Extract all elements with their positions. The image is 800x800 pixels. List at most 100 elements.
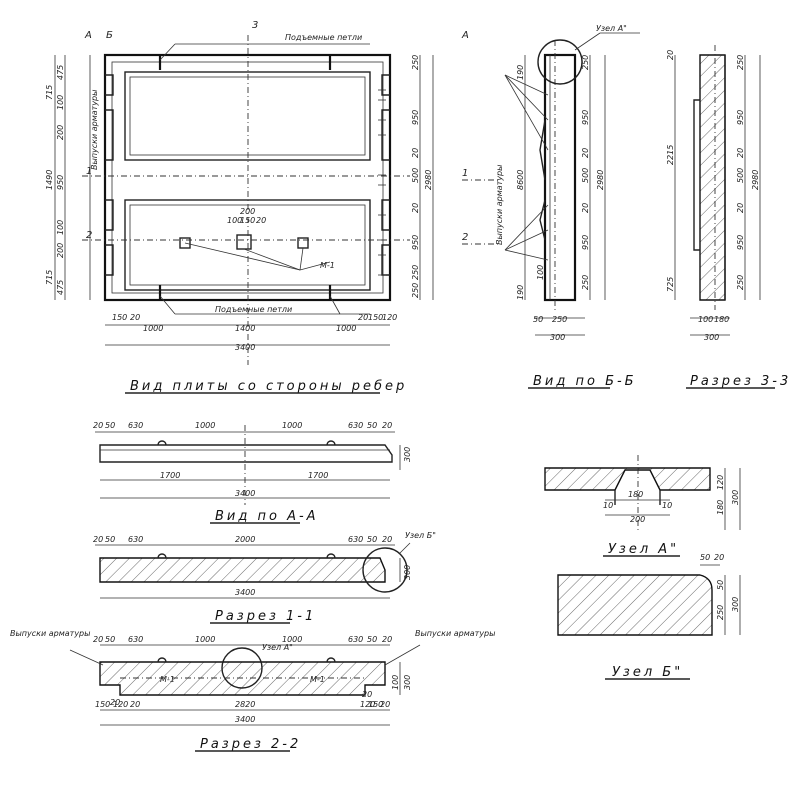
embedded-plate-left bbox=[179, 237, 191, 249]
dim-text: 630 bbox=[348, 535, 363, 544]
dim-text: 20 bbox=[581, 203, 590, 213]
dim-text: 20 bbox=[666, 50, 675, 60]
dim-text: 715 bbox=[45, 270, 54, 285]
dim-text: 300 bbox=[403, 565, 412, 580]
dim-text: 10 bbox=[603, 501, 613, 510]
dim-text: 300 bbox=[403, 675, 412, 690]
slab-outline bbox=[103, 53, 392, 302]
dim-text: 190 bbox=[516, 285, 525, 300]
dim-text: 630 bbox=[128, 421, 143, 430]
dim-text: 150 bbox=[240, 216, 255, 225]
dim-text: 20 bbox=[358, 313, 368, 322]
dim-text: 20 bbox=[93, 421, 103, 430]
mesh-label-plan: М-1 bbox=[320, 261, 335, 270]
dim-text: 2000 bbox=[235, 535, 255, 544]
dim-text: 950 bbox=[56, 175, 65, 190]
node-b bbox=[557, 564, 741, 636]
dim-text: 200 bbox=[240, 207, 255, 216]
dim-text: 250 bbox=[581, 275, 590, 290]
dim-text: 50 bbox=[716, 580, 725, 590]
view-bb-title: Вид по Б-Б bbox=[533, 374, 637, 389]
dim-text: 250 bbox=[736, 55, 745, 70]
section-mark-a-bb: А bbox=[461, 30, 469, 41]
dim-text: 300 bbox=[731, 597, 740, 612]
dim-text: 1000 bbox=[336, 324, 356, 333]
dim-text: 2980 bbox=[596, 170, 605, 190]
section-mark-1-bb: 1 bbox=[462, 168, 468, 179]
node-a bbox=[544, 455, 741, 530]
view-aa-title: Вид по А-А bbox=[215, 509, 319, 524]
dim-text: 20 bbox=[382, 635, 392, 644]
section-33-title: Разрез 3-3 bbox=[690, 374, 791, 389]
node-b-title: Узел Б" bbox=[612, 665, 683, 680]
dim-text: 630 bbox=[128, 535, 143, 544]
dim-text: 190 bbox=[516, 65, 525, 80]
section-mark-b: Б bbox=[106, 30, 113, 41]
dim-text: 20 bbox=[130, 700, 140, 709]
section-mark-3: 3 bbox=[252, 20, 258, 31]
dim-text: 3400 bbox=[235, 343, 255, 352]
dim-text: 20 bbox=[130, 313, 140, 322]
dim-text: 180 bbox=[714, 315, 729, 324]
dim-text: 950 bbox=[411, 110, 420, 125]
dim-text: 630 bbox=[348, 635, 363, 644]
dim-text: 8600 bbox=[516, 170, 525, 190]
section-11-node-label: Узел Б" bbox=[405, 531, 436, 540]
section-mark-a: А bbox=[84, 30, 92, 41]
dim-text: 2980 bbox=[751, 170, 760, 190]
dim-text: 2215 bbox=[666, 145, 675, 165]
dim-text: 950 bbox=[736, 110, 745, 125]
dim-text: 120 bbox=[360, 700, 375, 709]
view-aa bbox=[95, 425, 401, 505]
dim-text: 120 bbox=[382, 313, 397, 322]
dim-text: 2820 bbox=[235, 700, 255, 709]
dim-text: 20 bbox=[256, 216, 266, 225]
rebar-outlet-leaders-bb bbox=[504, 74, 549, 261]
dim-text: 1400 bbox=[235, 324, 255, 333]
dim-text: 3400 bbox=[235, 588, 255, 597]
slab-rib-line bbox=[111, 61, 384, 294]
dim-text: 100 bbox=[56, 95, 65, 110]
section-22-title: Разрез 2-2 bbox=[200, 737, 301, 752]
plan-view-title: Вид плиты со стороны ребер bbox=[130, 379, 407, 394]
dim-text: 950 bbox=[581, 110, 590, 125]
dim-text: 50 bbox=[105, 635, 115, 644]
dim-text: 120 bbox=[716, 475, 725, 490]
dim-text: 300 bbox=[550, 333, 565, 342]
lifting-loops-label-bottom: Подъемные петли bbox=[215, 305, 292, 314]
dim-text: 475 bbox=[56, 280, 65, 295]
node-a-body bbox=[544, 467, 711, 491]
dim-text: 250 bbox=[736, 275, 745, 290]
dim-text: 300 bbox=[704, 333, 719, 342]
dim-text: 1000 bbox=[143, 324, 163, 333]
dim-text: 100 bbox=[227, 216, 242, 225]
dim-text: 725 bbox=[666, 277, 675, 292]
dim-text: 120 bbox=[113, 700, 128, 709]
dim-text: 50 bbox=[367, 421, 377, 430]
dim-text: 20 bbox=[714, 553, 724, 562]
dim-text: 250 bbox=[552, 315, 567, 324]
section-22-body bbox=[99, 661, 386, 696]
dim-text: 950 bbox=[736, 235, 745, 250]
section-22 bbox=[69, 644, 421, 726]
dim-text: 1700 bbox=[160, 471, 180, 480]
dim-text: 630 bbox=[128, 635, 143, 644]
dim-text: 50 bbox=[533, 315, 543, 324]
dim-text: 1490 bbox=[45, 170, 54, 190]
dim-text: 50 bbox=[105, 535, 115, 544]
node-b-callout-circle bbox=[362, 547, 408, 593]
dim-text: 1700 bbox=[308, 471, 328, 480]
node-a-callout-circle bbox=[537, 39, 583, 85]
dim-text: 20 bbox=[382, 421, 392, 430]
view-bb-node-label: Узел А" bbox=[596, 24, 627, 33]
dim-text: 200 bbox=[630, 515, 645, 524]
dim-text: 10 bbox=[662, 501, 672, 510]
dim-text: 20 bbox=[110, 698, 120, 707]
lifting-loops-label-top: Подъемные петли bbox=[285, 33, 362, 42]
dim-text: 50 bbox=[367, 535, 377, 544]
dim-text: 20 bbox=[581, 148, 590, 158]
section-11 bbox=[95, 542, 411, 599]
dim-text: 3400 bbox=[235, 489, 255, 498]
dim-text: 950 bbox=[581, 235, 590, 250]
